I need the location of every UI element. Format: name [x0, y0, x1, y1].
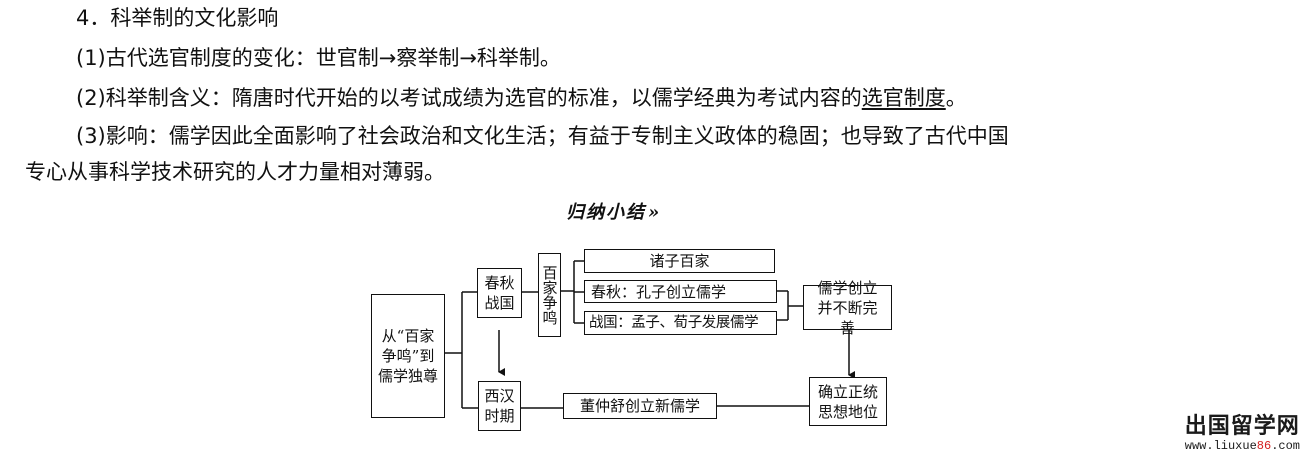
section-heading: 4．科举制的文化影响 — [76, 6, 279, 30]
double-chevron-icon: » — [648, 202, 659, 223]
root-label: 从“百家争鸣”到儒学独尊 — [378, 327, 439, 385]
paragraph-1: (1)古代选官制度的变化：世官制→察举制→科举制。 — [76, 46, 561, 70]
watermark-url-suffix: .com — [1271, 439, 1300, 453]
orthodox-box: 确立正统思想地位 — [809, 377, 887, 426]
watermark-url-prefix: www.liuxue — [1184, 439, 1257, 453]
summary-title: 归纳小结» — [566, 200, 659, 226]
paragraph-2-text: (2)科举制含义：隋唐时代开始的以考试成绩为选官的标准，以儒学经典为考试内容的 — [76, 86, 862, 110]
ru-founded-box: 儒学创立并不断完善 — [803, 279, 892, 337]
western-han-label: 西汉时期 — [484, 387, 515, 425]
paragraph-2: (2)科举制含义：隋唐时代开始的以考试成绩为选官的标准，以儒学经典为考试内容的选… — [76, 84, 967, 112]
watermark-name: 出国留学网 — [1184, 414, 1300, 439]
chunqiu-box: 春秋：孔子创立儒学 — [584, 280, 777, 303]
chunqiu-label: 春秋：孔子创立儒学 — [591, 282, 727, 301]
ru-founded-label: 儒学创立并不断完善 — [817, 278, 878, 337]
zhanguo-box: 战国：孟子、荀子发展儒学 — [584, 311, 777, 335]
dong-box: 董仲舒创立新儒学 — [563, 393, 717, 419]
orthodox-label: 确立正统思想地位 — [817, 382, 878, 421]
dong-label: 董仲舒创立新儒学 — [579, 397, 700, 415]
spring-autumn-box: 春秋战国 — [477, 268, 522, 318]
paragraph-3-line-2: 专心从事科学技术研究的人才力量相对薄弱。 — [25, 160, 445, 184]
hundred-schools-label: 百家争鸣 — [540, 265, 559, 325]
summary-title-text: 归纳小结 — [566, 202, 646, 223]
watermark-url: www.liuxue86.com — [1185, 440, 1300, 452]
paragraph-2-end: 。 — [945, 86, 967, 110]
hundred-schools-box: 百家争鸣 — [538, 253, 561, 337]
zhuzi-label: 诸子百家 — [649, 252, 710, 270]
watermark-url-number: 86 — [1256, 439, 1272, 453]
site-watermark: 出国留学网 www.liuxue86.com — [1184, 414, 1300, 453]
zhanguo-label: 战国：孟子、荀子发展儒学 — [589, 315, 759, 331]
paragraph-2-underlined: 选官制度 — [861, 86, 946, 110]
paragraph-3-line-1: (3)影响：儒学因此全面影响了社会政治和文化生活；有益于专制主义政体的稳固；也导… — [76, 124, 1009, 148]
zhuzi-box: 诸子百家 — [584, 249, 775, 273]
spring-autumn-label: 春秋战国 — [484, 274, 515, 312]
western-han-box: 西汉时期 — [478, 381, 521, 431]
root-box: 从“百家争鸣”到儒学独尊 — [371, 294, 445, 418]
